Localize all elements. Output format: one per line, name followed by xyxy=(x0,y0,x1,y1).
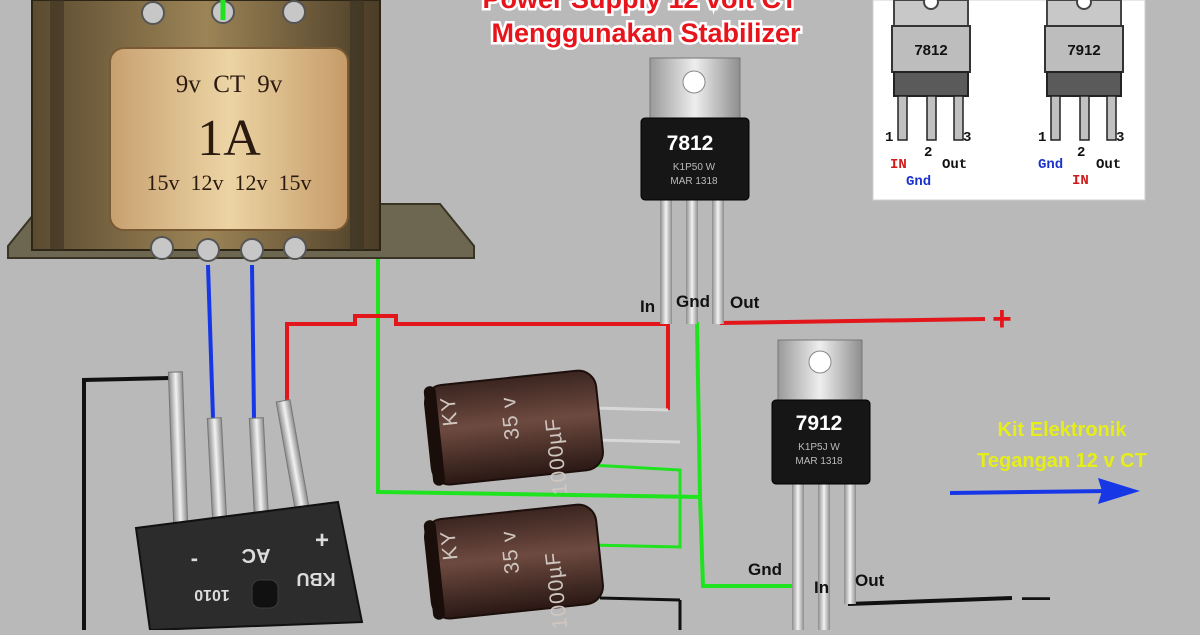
transformer-bottom-lugs xyxy=(150,236,307,262)
blue-ac-wire-2 xyxy=(250,264,256,419)
transformer-label-paper xyxy=(109,47,349,231)
regulator-7812-code: K1P50 W xyxy=(673,162,716,173)
ref-ic-7812-pin1: 1 xyxy=(885,130,893,146)
regulator-7912-pin-out: Out xyxy=(855,571,885,590)
transformer-voltage-row: 9v CT 9v xyxy=(176,71,283,98)
ref-ic-7812-mid-fn: Gnd xyxy=(906,174,931,190)
regulator-7812-pin-gnd: Gnd xyxy=(676,292,710,311)
transformer-secondary-row: 15v 12v 12v 15v xyxy=(147,170,312,195)
regulator-7912-body xyxy=(771,399,871,485)
regulator-7912: 7912 K1P5J W MAR 1318 Gnd In Out xyxy=(748,339,885,630)
output-minus-sign: — xyxy=(1022,581,1050,612)
capacitor-1-voltage: 35 v xyxy=(497,395,524,441)
red-output-wire xyxy=(719,317,986,325)
bridge-legs xyxy=(167,371,311,529)
output-plus-sign: + xyxy=(992,300,1012,338)
ref-ic-7912-label: 7912 xyxy=(1067,42,1100,59)
regulator-7812-pin-out: Out xyxy=(730,293,760,312)
title-line-2: Menggunakan Stabilizer xyxy=(491,18,801,48)
kit-line-1: Kit Elektronik xyxy=(998,419,1128,441)
green-cap2-wire xyxy=(589,497,682,549)
transformer-rating: 1A xyxy=(197,110,261,167)
ref-ic-7812-right-fn: Out xyxy=(942,157,967,173)
capacitor-1-brand: KY xyxy=(436,395,462,427)
ref-ic-7812-left-fn: IN xyxy=(890,157,907,173)
green-cap1-wire xyxy=(589,463,682,497)
regulator-7912-date: MAR 1318 xyxy=(795,456,843,467)
bridge-code: 1010 xyxy=(194,586,230,603)
ref-ic-7912-pin2: 2 xyxy=(1077,145,1085,161)
regulator-7812-legs xyxy=(660,198,672,324)
bridge-plus-label: + xyxy=(315,527,329,554)
ref-ic-7912-left-fn: Gnd xyxy=(1038,157,1063,173)
regulator-7912-pin-gnd: Gnd xyxy=(748,560,782,579)
capacitor-2-voltage: 35 v xyxy=(497,529,524,575)
capacitor-1: KY 35 v 1000µF xyxy=(423,369,604,496)
bridge-body xyxy=(134,500,364,632)
regulator-7912-legs xyxy=(792,482,804,630)
cap1-lead-2 xyxy=(594,438,681,444)
bridge-mounting-hole xyxy=(251,579,279,609)
regulator-7812-pin-in: In xyxy=(640,297,655,316)
regulator-7912-pin-in: In xyxy=(814,578,829,597)
capacitor-2: KY 35 v 1000µF xyxy=(423,503,604,630)
ref-ic-7912-pin3: 3 xyxy=(1116,130,1124,146)
ref-ic-7812-pin3: 3 xyxy=(963,130,971,146)
ref-ic-7812-label: 7812 xyxy=(914,42,947,59)
bridge-minus-label: - xyxy=(191,549,198,574)
transformer: 9v CT 9v 1A 15v 12v 12v 15v xyxy=(7,0,475,262)
regulator-7812-body xyxy=(640,117,750,201)
regulator-7812-label: 7812 xyxy=(667,132,714,155)
green-gnd-7812-wire xyxy=(695,321,702,498)
kit-arrow-head xyxy=(1098,478,1140,504)
regulator-7812: 7812 K1P50 W MAR 1318 In Gnd Out xyxy=(640,57,760,324)
bridge-rectifier: - AC + KBU 1010 xyxy=(134,371,364,632)
capacitor-2-brand: KY xyxy=(436,529,462,561)
black-negative-wire xyxy=(82,376,171,630)
regulator-7912-code: K1P5J W xyxy=(798,442,840,453)
kit-line-2: Tegangan 12 v CT xyxy=(977,450,1147,472)
black-cap-wire xyxy=(599,596,681,602)
ref-ic-7912-right-fn: Out xyxy=(1096,157,1121,173)
cap1-lead xyxy=(594,406,669,412)
ref-ic-7912: 7912 1 2 3 Gnd IN Out xyxy=(1038,0,1124,189)
blue-ac-wire-1 xyxy=(206,264,215,419)
ref-ic-7912-pin1: 1 xyxy=(1038,130,1046,146)
ref-ic-7912-mid-fn: IN xyxy=(1072,173,1089,189)
ref-ic-7812: 7812 1 2 3 IN Gnd Out xyxy=(885,0,971,190)
bridge-model: KBU xyxy=(297,569,336,589)
regulator-7812-date: MAR 1318 xyxy=(670,176,718,187)
black-output-wire xyxy=(847,596,1013,606)
pinout-reference: 7812 1 2 3 IN Gnd Out 7912 1 2 3 Gnd xyxy=(872,0,1146,201)
title-line-1: Power Supply 12 volt CT xyxy=(482,0,798,14)
red-positive-wire xyxy=(285,314,668,403)
regulator-7912-label: 7912 xyxy=(796,412,843,435)
ref-ic-7812-pin2: 2 xyxy=(924,145,932,161)
bridge-ac-label: AC xyxy=(242,544,271,566)
kit-arrow-line xyxy=(949,489,1111,495)
